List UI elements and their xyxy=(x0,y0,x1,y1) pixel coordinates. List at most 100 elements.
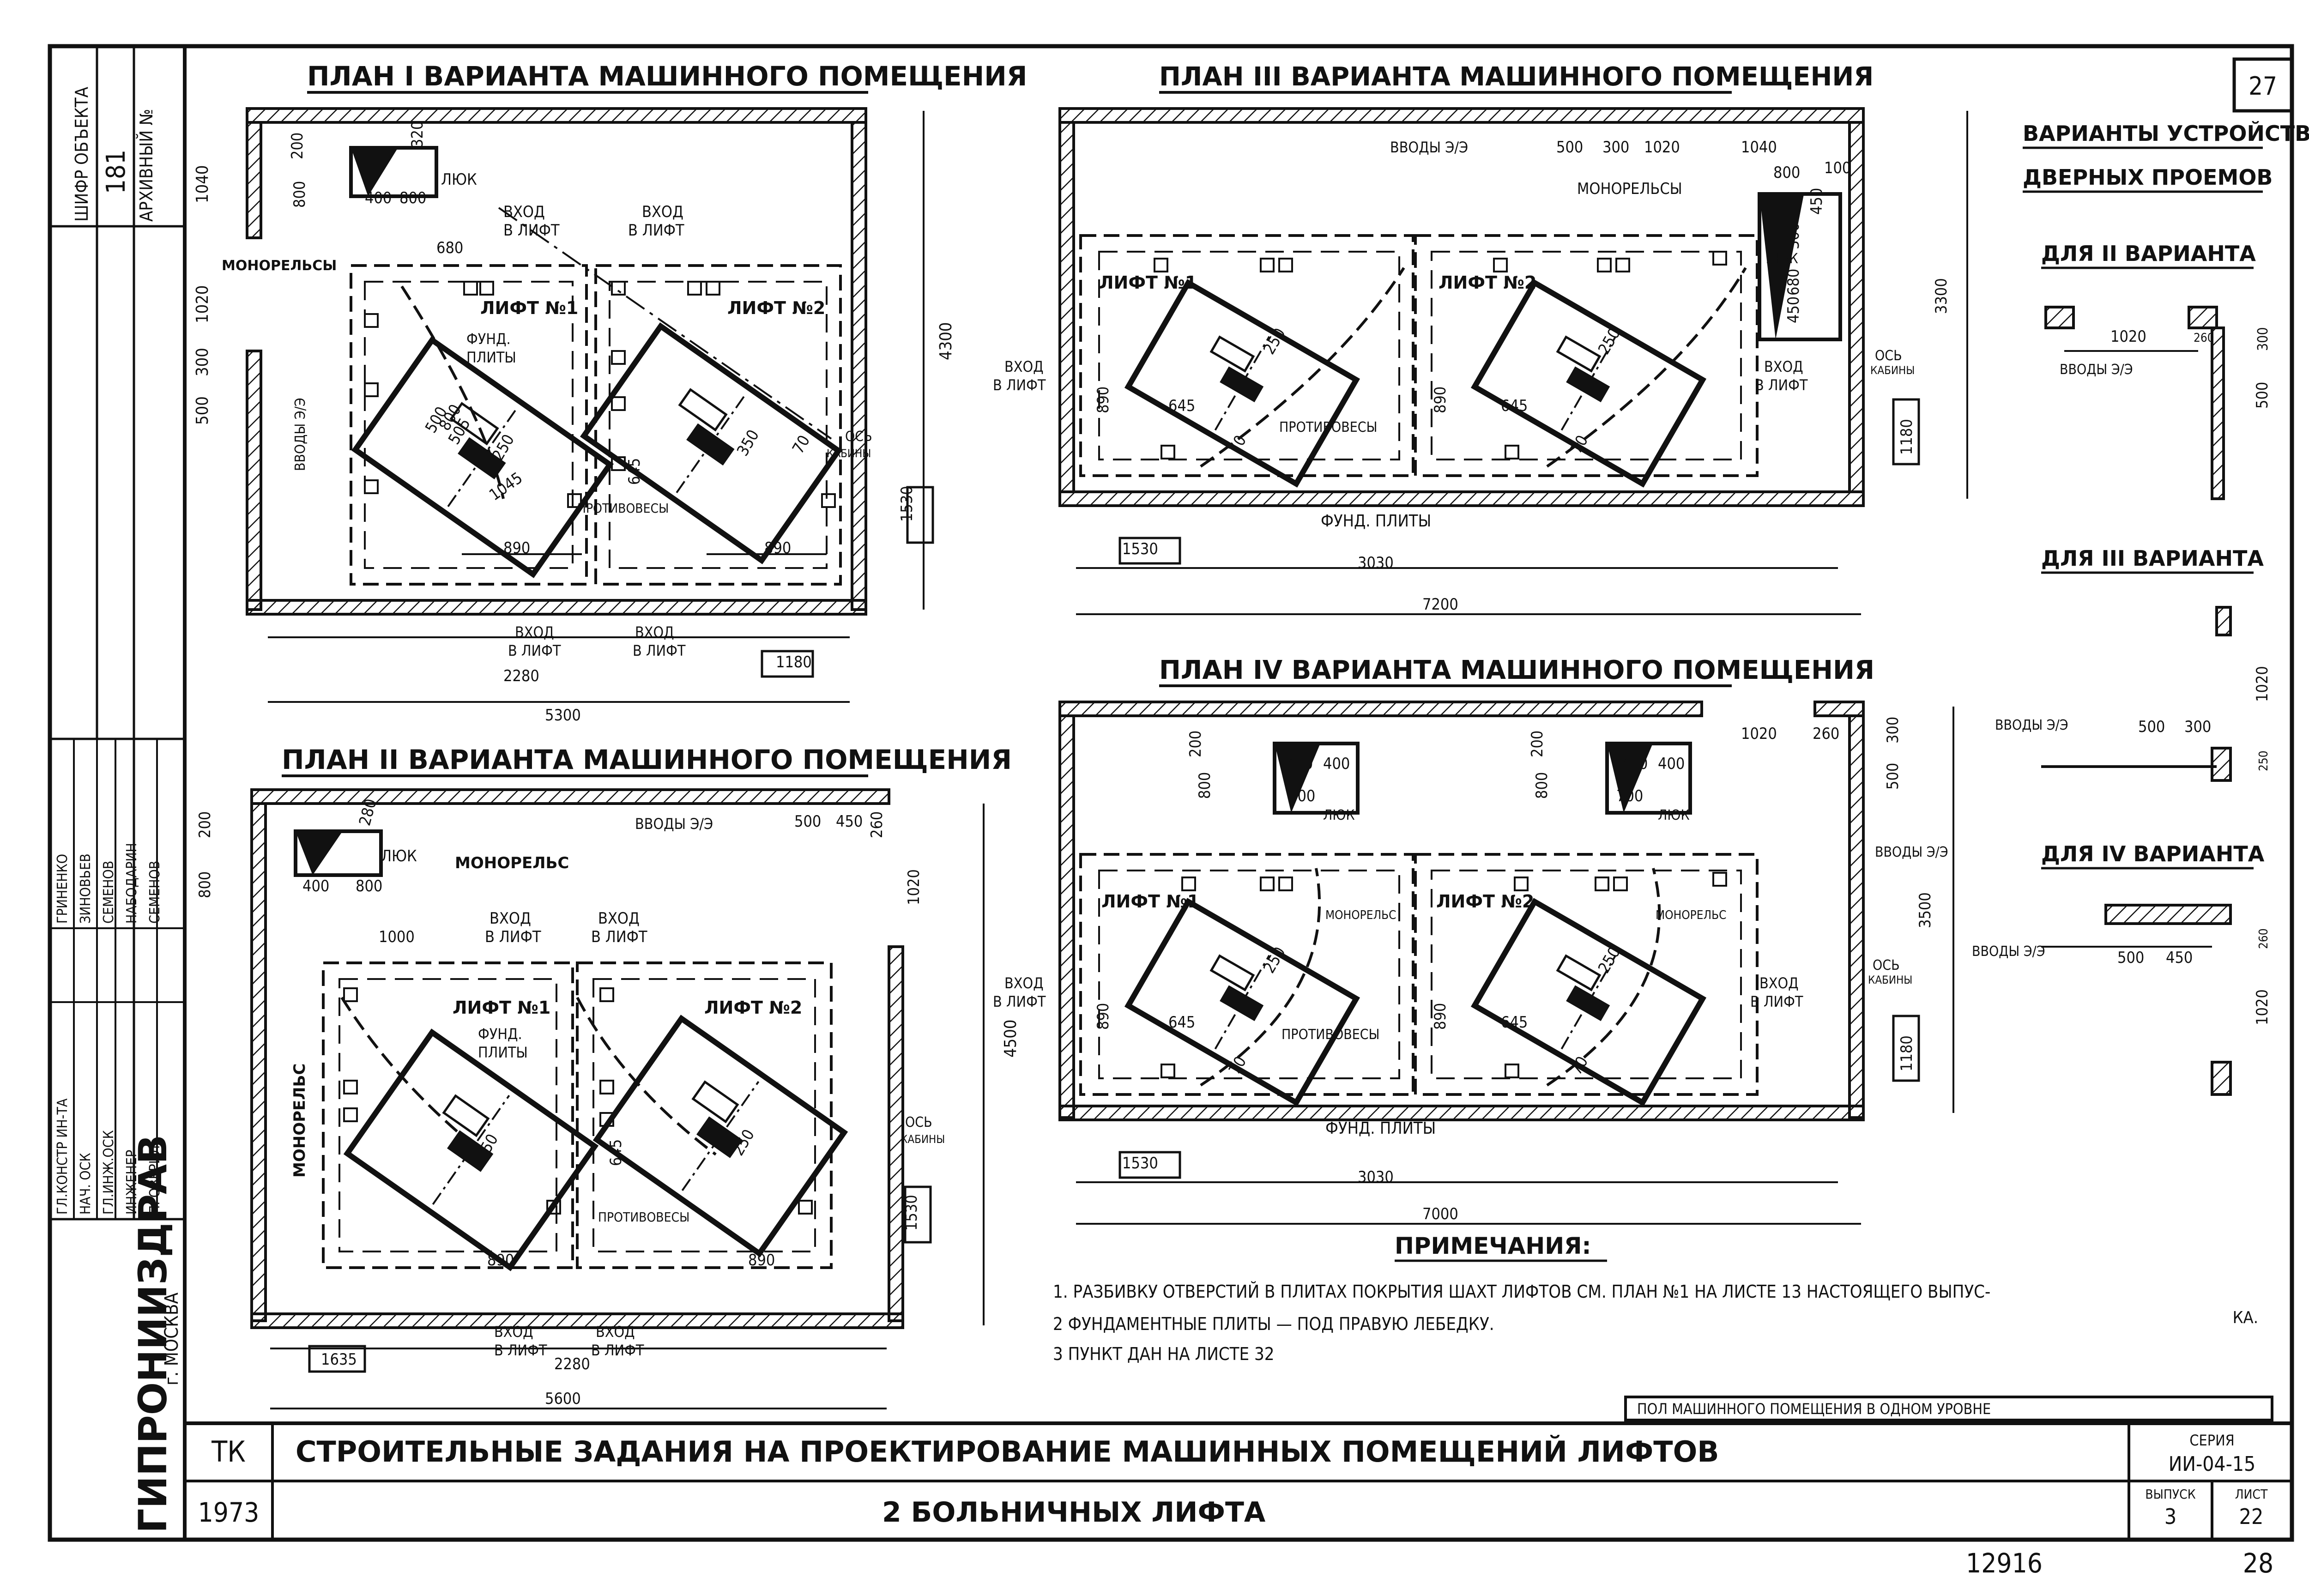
plan4-monorail-label1: МОНОРЕЛЬС xyxy=(1325,908,1396,922)
plan2-dim-text: 890 xyxy=(487,1251,514,1270)
plan1-dim-text: 800 xyxy=(290,181,309,208)
plan2-anchor-2 xyxy=(343,1107,358,1122)
plan1-dim-text: 5300 xyxy=(545,706,581,725)
door3-wall-bottom xyxy=(2211,747,2232,782)
plan2-anchor-4 xyxy=(599,1080,614,1094)
plan3-anchor-8 xyxy=(1505,445,1519,459)
plan2-dim-text: 400 xyxy=(302,877,329,895)
plan3-dim-text: 645 xyxy=(1501,397,1528,415)
plan1-monorail xyxy=(400,285,505,499)
plan1-lift2-label: ЛИФТ №2 xyxy=(727,298,825,318)
plan2-anchor-3 xyxy=(599,987,614,1002)
door3-dim: 300 xyxy=(2184,718,2211,736)
plan3-anchor-4 xyxy=(1597,258,1612,272)
door3-wall-top xyxy=(2215,606,2232,636)
plan4-counterweights: ПРОТИВОВЕСЫ xyxy=(1281,1027,1379,1043)
plan4-wall-right xyxy=(1848,714,1865,1119)
plan4-dim-text: 700 xyxy=(1288,787,1315,805)
door4-dim: 260 xyxy=(2257,928,2271,949)
door3-dim: 250 xyxy=(2257,750,2271,771)
plan2-lift1-label: ЛИФТ №1 xyxy=(453,998,550,1018)
title-line-2: 2 БОЛЬНИЧНЫХ ЛИФТА xyxy=(882,1496,1266,1529)
plan1-shaft1-inner xyxy=(364,281,574,569)
plan4-dim-text: 200 xyxy=(1528,731,1547,757)
plan2-machine1 xyxy=(343,1028,599,1271)
plan2-shaft2-inner xyxy=(592,978,816,1252)
archive-label: АРХИВНЫЙ № xyxy=(136,109,157,222)
plan2-dim-text: 890 xyxy=(748,1251,775,1270)
plan3-box-1180 xyxy=(1892,398,1920,466)
door2-dim: 1020 xyxy=(2110,327,2146,346)
plan2-monorail1 xyxy=(340,997,486,1156)
plan4-wall-top-right xyxy=(1813,701,1865,717)
doors-v4-title: ДЛЯ IV ВАРИАНТА xyxy=(2041,841,2265,866)
plan1-anchor-8 xyxy=(611,456,626,471)
plan2-wall-top xyxy=(250,788,890,805)
plan2-vhod3: ВХОД xyxy=(494,1323,533,1341)
plan3-machine1 xyxy=(1124,279,1360,488)
plan1-wall-left-lower xyxy=(246,350,262,611)
plan1-shaft1 xyxy=(350,264,588,586)
plan2-dim-text: 2280 xyxy=(554,1355,590,1373)
plan4-anchor-3 xyxy=(1514,877,1529,891)
plan3-vlift1: В ЛИФТ xyxy=(993,376,1046,394)
plan1-vhod2: ВХОД xyxy=(642,203,683,221)
plan2-title: ПЛАН II ВАРИАНТА МАШИННОГО ПОМЕЩЕНИЯ xyxy=(282,744,1012,775)
plan2-shaft1-inner xyxy=(338,978,557,1252)
plan3-dim-text: 300 xyxy=(1602,138,1629,157)
vypusk-label: ВЫПУСК xyxy=(2145,1487,2195,1502)
plan2-machine2 xyxy=(592,1015,848,1257)
plan1-dim-text: 1020 xyxy=(193,285,212,323)
note-3: 3 ПУНКТ ДАН НА ЛИСТЕ 32 xyxy=(1053,1344,1274,1364)
plan1-dim-text: 4300 xyxy=(937,322,955,360)
plan4-anchor-8 xyxy=(1505,1064,1519,1078)
plan4-dim-text: 645 xyxy=(1168,1013,1195,1032)
plan3-anchor-3 xyxy=(1493,258,1508,272)
plan4-dim-text: 400 xyxy=(1621,755,1648,773)
plan2-wall-right xyxy=(888,945,904,1322)
plan2-dim-text: 200 xyxy=(196,811,214,838)
plan4-dim-text: 400 xyxy=(1658,755,1685,773)
plan3-wall-left xyxy=(1058,121,1075,493)
plan3-dim-text: 100 xyxy=(1824,159,1851,177)
note-1-cont: КА. xyxy=(2233,1308,2258,1327)
plan2-dim-text: 250 xyxy=(729,1126,758,1159)
plan2-anchor-5 xyxy=(599,1112,614,1127)
plan4-dim-text: 800 xyxy=(1196,772,1214,799)
plan1-anchor-6 xyxy=(611,350,626,365)
plan4-vvody-label: ВВОДЫ Э/Э xyxy=(1875,844,1948,860)
plan1-anchor-7 xyxy=(611,396,626,411)
plan4-lift1-label: ЛИФТ №1 xyxy=(1101,891,1199,912)
person-name: ГРИНЕНКО xyxy=(54,854,71,924)
plan1-dim-text: 800 xyxy=(399,189,426,207)
plan3-vhod1: ВХОД xyxy=(1004,358,1044,375)
plan3-kabiny-label: КАБИНЫ xyxy=(1870,364,1915,377)
plan3-vlift2: В ЛИФТ xyxy=(1755,376,1808,394)
plan3-anchor-2 xyxy=(1278,258,1293,272)
plan2-monorail-label-v: МОНОРЕЛЬС xyxy=(290,1064,309,1178)
door2-dim: 300 xyxy=(2255,327,2271,351)
plan4-title: ПЛАН IV ВАРИАНТА МАШИННОГО ПОМЕЩЕНИЯ xyxy=(1159,655,1874,685)
plan2-anchor-0 xyxy=(343,987,358,1002)
doors-title-2: ДВЕРНЫХ ПРОЕМОВ xyxy=(2023,165,2273,190)
role-label: ГЛ.ИНЖ.ОСК xyxy=(101,1130,117,1215)
vypusk-value: 3 xyxy=(2164,1504,2176,1529)
plan4-monorail-label2: МОНОРЕЛЬС xyxy=(1656,908,1726,922)
plan2-anchor-7 xyxy=(798,1200,813,1215)
plan1-hatch-luk-fill xyxy=(351,148,398,196)
plan1-machine2 xyxy=(580,322,843,564)
plan4-dim-text: 260 xyxy=(1813,725,1839,743)
plan4-vlift2: В ЛИФТ xyxy=(1750,993,1803,1010)
plan2-dim-text: 1530 xyxy=(902,1195,921,1231)
plan2-wall-bottom xyxy=(250,1312,904,1329)
floor-note-box xyxy=(1624,1396,2273,1421)
plan3-os-label: ОСЬ xyxy=(1875,348,1902,364)
plan1-wall-right xyxy=(851,121,867,611)
door4-wall-bottom xyxy=(2211,1061,2232,1096)
door4-wall-top xyxy=(2104,904,2232,925)
door2-wall-left xyxy=(2044,306,2075,329)
plan4-dim-text: 1020 xyxy=(1741,725,1777,743)
plan1-vlift4: В ЛИФТ xyxy=(633,642,686,659)
page-number: 27 xyxy=(2249,72,2277,101)
